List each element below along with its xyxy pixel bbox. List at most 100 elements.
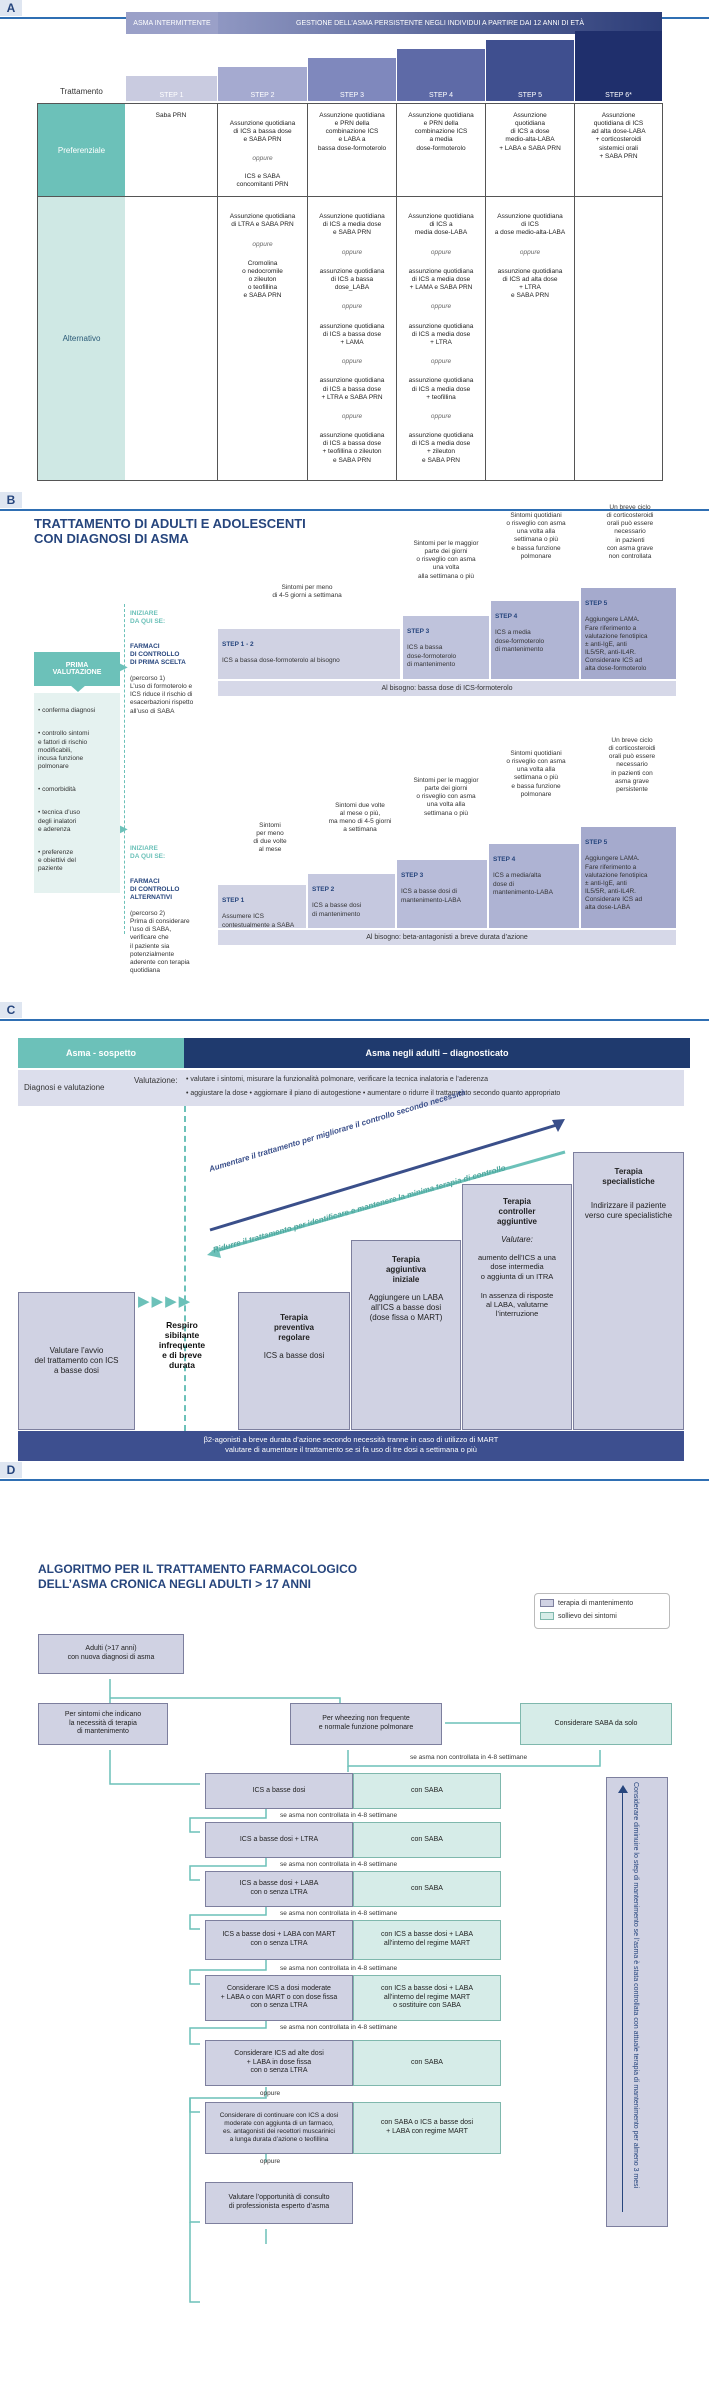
d-step6-relief: con SABA	[353, 2040, 501, 2086]
track1-step-5: STEP 5 Aggiungere LAMA. Fare riferimento…	[581, 588, 676, 679]
head-suspect: Asma - sospetto	[18, 1038, 184, 1068]
c-box-add-initial: Terapia aggiuntiva iniziale Aggiungere u…	[351, 1240, 461, 1430]
section-d: D ALGORITMO PER IL TRATTAMENTO FARMACOLO…	[0, 1462, 709, 2405]
step-5-header: STEP 5	[486, 40, 574, 101]
diag-eval: Diagnosi e valutazione Valutazione: • va…	[18, 1070, 684, 1106]
track2-step-5: STEP 5 Aggiungere LAMA. Fare riferimento…	[581, 827, 676, 928]
track2-step-2: STEP 2 ICS a basse dosi di mantenimento	[308, 874, 395, 928]
alt-step4: Assunzione quotidiana di ICS a media dos…	[408, 213, 474, 464]
legend-relief: sollievo dei sintomi	[540, 1612, 664, 1620]
c-footer: β2-agonisti a breve durata d’azione seco…	[18, 1431, 684, 1461]
d-step3-maint: ICS a basse dosi + LABA con o senza LTRA	[205, 1871, 353, 1907]
treatment-label: Trattamento	[60, 87, 103, 96]
arrow-down-line	[211, 1150, 566, 1254]
side-text: Considerare diminuire lo step di manteni…	[632, 1782, 639, 2189]
section-c: C Asma - sospetto Asma negli adulti – di…	[0, 1002, 709, 1462]
step-2-header: STEP 2	[218, 67, 307, 101]
track1-text: INIZIARE DA QUI SE: FARMACI DI CONTROLLO…	[130, 610, 194, 715]
first-eval-arrow	[70, 685, 86, 692]
d-oppure-1: oppure	[259, 2090, 281, 2097]
connector-arrow-2: ▶	[120, 824, 128, 835]
section-a-tag: A	[0, 0, 22, 16]
section-a: A ASMA INTERMITTENTE GESTIONE DELL’ASMA …	[0, 0, 709, 492]
d-step5-relief: con ICS a basse dosi + LABA all’interno …	[353, 1975, 501, 2021]
section-b-title: TRATTAMENTO DI ADULTI E ADOLESCENTI CON …	[34, 516, 306, 546]
flow-lines	[109, 1679, 601, 2303]
alt-step2: Assunzione quotidiana di LTRA e SABA PRN…	[229, 213, 296, 300]
step-3-header: STEP 3	[308, 58, 396, 101]
track1-ann-3: Sintomi quotidiani o risveglio con asma …	[506, 512, 566, 560]
legend-maintenance: terapia di mantenimento	[540, 1599, 664, 1607]
legend: terapia di mantenimento sollievo dei sin…	[534, 1593, 670, 1629]
col-line	[574, 103, 575, 481]
d-step8-maint: Valutare l’opportunità di consulto di pr…	[205, 2182, 353, 2224]
dashed-divider	[184, 1106, 186, 1431]
track2-reliever: Al bisogno: beta-antagonisti a breve dur…	[218, 930, 676, 945]
col-line	[217, 103, 218, 481]
legend-swatch	[540, 1612, 554, 1620]
section-d-title: ALGORITMO PER IL TRATTAMENTO FARMACOLOGI…	[38, 1562, 358, 1591]
row-alternative: Alternativo	[38, 197, 125, 480]
track2-step-4: STEP 4 ICS a media/alta dose di mantenim…	[489, 844, 579, 928]
head-diagnosed: Asma negli adulti – diagnosticato	[184, 1038, 690, 1068]
pref-step5: Assunzione quotidiana di ICS a dose medi…	[499, 112, 561, 152]
connector-line	[124, 604, 125, 934]
connector-arrow-1: ▶	[120, 662, 128, 673]
track2-step-1: STEP 1 Assumere ICS contestualmente a SA…	[218, 885, 306, 929]
section-c-tag: C	[0, 1002, 22, 1018]
pref-step4: Assunzione quotidiana e PRN della combin…	[408, 112, 474, 152]
d-step5-maint: Considerare ICS a dosi moderate + LABA o…	[205, 1975, 353, 2021]
d-step4-relief: con ICS a basse dosi + LABA all’interno …	[353, 1920, 501, 1960]
d-cond-0: se asma non controllata in 4-8 settimane	[410, 1754, 528, 1761]
track1-reliever: Al bisogno: bassa dose di ICS-formoterol…	[218, 681, 676, 696]
d-cond-5: se asma non controllata in 4-8 settimane	[280, 2024, 398, 2031]
d-step1-maint: ICS a basse dosi	[205, 1773, 353, 1809]
section-b-tag: B	[0, 492, 22, 508]
d-cond-4: se asma non controllata in 4-8 settimane	[280, 1965, 398, 1972]
legend-swatch	[540, 1599, 554, 1607]
d-step3-relief: con SABA	[353, 1871, 501, 1907]
track2-ann-1: Sintomi per meno di due volte al mese	[253, 822, 287, 854]
first-eval-header: PRIMA VALUTAZIONE	[34, 652, 120, 686]
side-arrow-head	[618, 1785, 628, 1793]
row-divider	[37, 196, 663, 197]
d-step7-maint: Considerare di continuare con ICS a dosi…	[205, 2102, 353, 2154]
track2-ann-4: Sintomi quotidiani o risveglio con asma …	[506, 750, 566, 798]
row-preferential: Preferenziale	[38, 104, 125, 196]
chevrons: ▶▶▶▶	[138, 1293, 193, 1310]
pref-step6: Assunzione quotidiana di ICS ad alta dos…	[591, 112, 646, 160]
d-step4-maint: ICS a basse dosi + LABA con MART con o s…	[205, 1920, 353, 1960]
c-box-controller: Terapia controller aggiuntive Valutare: …	[462, 1184, 572, 1430]
c-box-wheeze: Respiro sibilante infrequente e di breve…	[158, 1320, 206, 1370]
side-arrow-line	[622, 1792, 623, 2212]
c-box-preventive: Terapia preventiva regolare ICS a basse …	[238, 1292, 350, 1430]
divider	[0, 1479, 709, 1481]
trend-arrows	[207, 1119, 566, 1258]
col-line	[307, 103, 308, 481]
pref-step3: Assunzione quotidiana e PRN della combin…	[317, 112, 387, 152]
c-box-specialist: Terapia specialistiche Indirizzare il pa…	[573, 1152, 684, 1430]
d-cond-1: se asma non controllata in 4-8 settimane	[280, 1812, 398, 1819]
track1-step-12: STEP 1 - 2 ICS a bassa dose-formoterolo …	[218, 629, 400, 679]
step-6-header: STEP 6*	[575, 31, 662, 101]
track2-step-3: STEP 3 ICS a basse dosi di mantenimento-…	[397, 860, 487, 928]
pref-step1: Saba PRN	[155, 112, 187, 119]
d-maintenance-need: Per sintomi che indicano la necessità di…	[38, 1703, 168, 1745]
alt-step5: Assunzione quotidiana di ICS a dose medi…	[494, 213, 566, 300]
track2-ann-2: Sintomi due volte al mese o più, ma meno…	[328, 802, 392, 834]
c-box-start: Valutare l’avvio del trattamento con ICS…	[18, 1292, 135, 1430]
d-step7-relief: con SABA o ICS a basse dosi + LABA con r…	[353, 2102, 501, 2154]
track1-step-3: STEP 3 ICS a bassa dose-formoterolo di m…	[403, 616, 489, 679]
eval-list: • conferma diagnosi • controllo sintomi …	[34, 693, 120, 893]
d-step6-maint: Considerare ICS ad alte dosi + LABA in d…	[205, 2040, 353, 2086]
d-start: Adulti (>17 anni) con nuova diagnosi di …	[38, 1634, 184, 1674]
col-line	[396, 103, 397, 481]
divider	[0, 1019, 709, 1021]
track1-ann-1: Sintomi per meno di 4-5 giorni a settima…	[272, 584, 342, 600]
track1-ann-2: Sintomi per le maggior parte dei giorni …	[413, 540, 479, 580]
step-1-header: STEP 1	[126, 76, 217, 101]
col-line	[485, 103, 486, 481]
pref-step2: Assunzione quotidiana di ICS a bassa dos…	[229, 120, 296, 188]
header-persistent: GESTIONE DELL’ASMA PERSISTENTE NEGLI IND…	[218, 12, 662, 34]
d-wheezing: Per wheezing non frequente e normale fun…	[290, 1703, 442, 1745]
